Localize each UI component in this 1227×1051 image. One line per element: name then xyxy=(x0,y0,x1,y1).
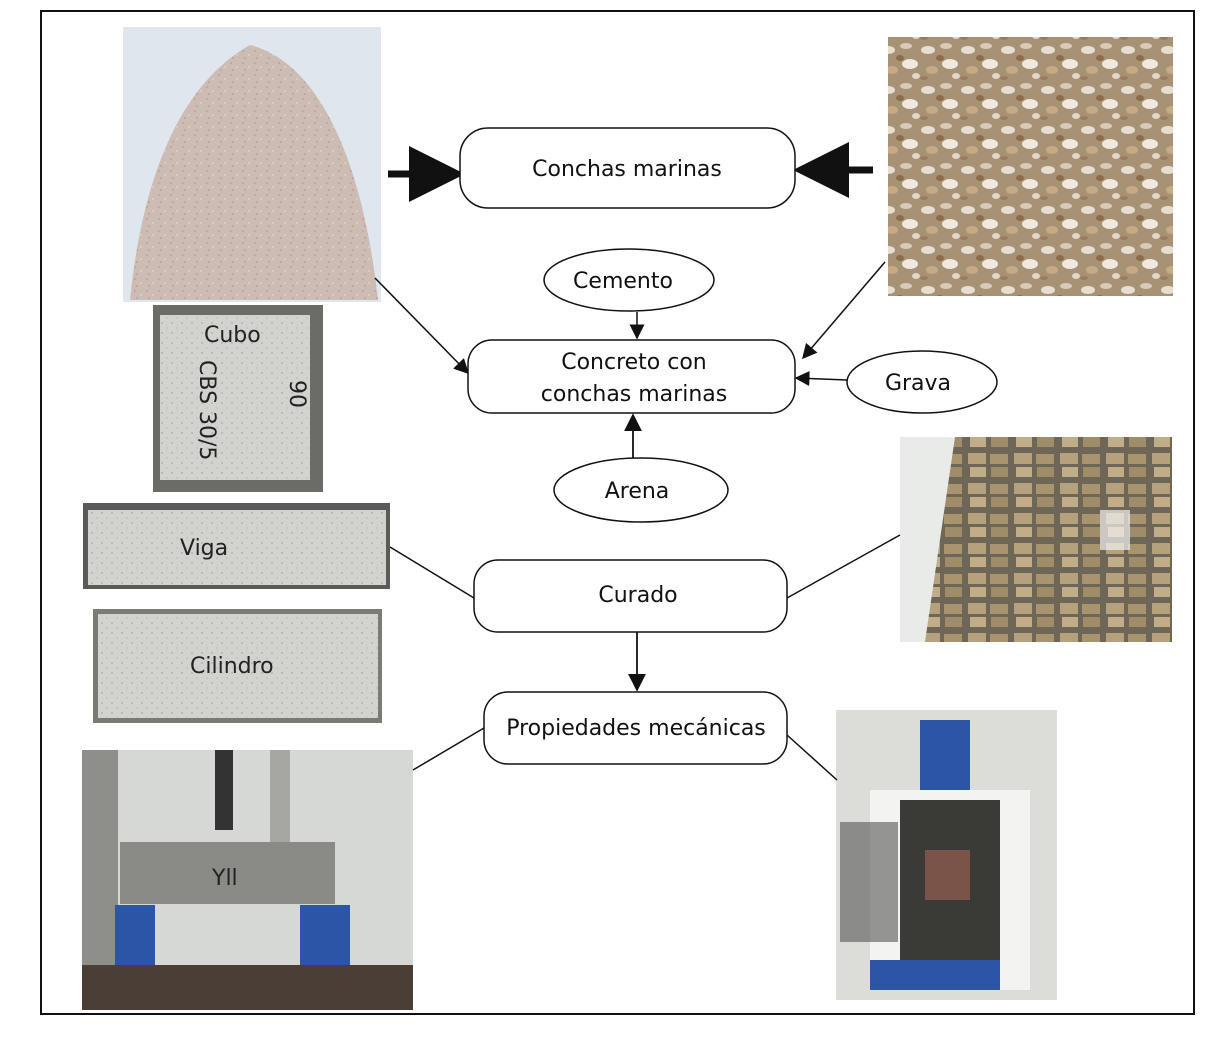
concreto-label-line1: Concreto con xyxy=(561,350,707,375)
shell-powder-photo xyxy=(123,27,381,302)
viga-label: Viga xyxy=(180,536,228,561)
beam-mark: Yll xyxy=(211,866,238,891)
cube-specimen-photo: CBS 30/5 90 Cubo xyxy=(153,305,323,492)
cube-side-mark: 90 xyxy=(284,380,309,408)
node-curado: Curado xyxy=(473,559,788,633)
curing-tank-photo xyxy=(900,437,1172,642)
grava-label: Grava xyxy=(885,371,951,396)
cemento-label: Cemento xyxy=(573,269,673,294)
cube-marks: CBS 30/5 xyxy=(194,360,219,460)
arena-label: Arena xyxy=(605,479,670,504)
propiedades-label: Propiedades mecánicas xyxy=(506,716,766,741)
concreto-label-line2: conchas marinas xyxy=(541,382,727,407)
conchas-marinas-label: Conchas marinas xyxy=(532,157,722,182)
node-concreto: Concreto con conchas marinas xyxy=(467,339,796,414)
cilindro-label: Cilindro xyxy=(190,654,274,679)
compression-test-photo xyxy=(836,710,1057,1000)
node-propiedades: Propiedades mecánicas xyxy=(483,691,788,765)
cylinder-specimen-photo: Cilindro xyxy=(93,609,382,723)
flexure-test-photo: Yll xyxy=(82,750,413,1010)
node-cemento: Cemento xyxy=(543,248,715,312)
node-grava: Grava xyxy=(846,350,998,414)
connectors xyxy=(374,142,901,781)
node-arena: Arena xyxy=(553,457,729,523)
node-conchas-marinas: Conchas marinas xyxy=(459,127,796,209)
curado-label: Curado xyxy=(598,583,677,608)
crushed-shells-photo xyxy=(888,37,1173,296)
beam-specimen-photo: Viga xyxy=(83,503,390,589)
cubo-label: Cubo xyxy=(204,323,261,348)
